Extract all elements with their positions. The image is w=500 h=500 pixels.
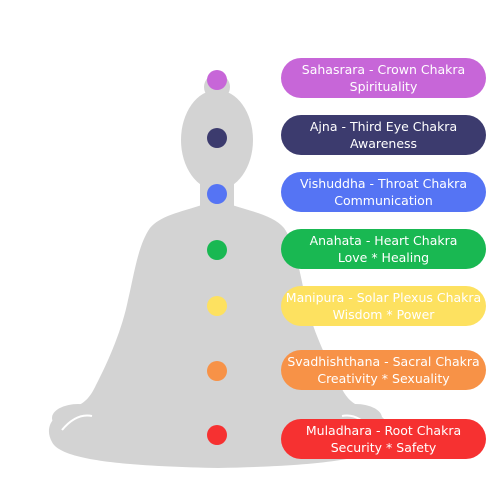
chakra-meaning: Creativity * Sexuality [317,371,450,386]
chakra-dot-third-eye [207,128,227,148]
chakra-label-solar-plexus: Manipura - Solar Plexus Chakra Wisdom * … [281,286,486,326]
chakra-label-sacral: Svadhishthana - Sacral Chakra Creativity… [281,350,486,390]
chakra-title: Anahata - Heart Chakra [309,233,458,248]
left-hand-outline [61,414,93,431]
chakra-label-throat: Vishuddha - Throat Chakra Communication [281,172,486,212]
chakra-dot-heart [207,240,227,260]
chakra-dot-crown [207,70,227,90]
chakra-dot-root [207,425,227,445]
chakra-meaning: Love * Healing [337,250,430,265]
chakra-meaning: Awareness [349,136,418,151]
chakra-title: Sahasrara - Crown Chakra [301,62,466,77]
chakra-meaning: Security * Safety [330,440,437,455]
chakra-title: Ajna - Third Eye Chakra [309,119,458,134]
chakra-label-third-eye: Ajna - Third Eye Chakra Awareness [281,115,486,155]
chakra-title: Manipura - Solar Plexus Chakra [285,290,482,305]
chakra-meaning: Spirituality [349,79,418,94]
chakra-dot-throat [207,184,227,204]
chakra-dot-sacral [207,361,227,381]
chakra-dot-solar-plexus [207,296,227,316]
chakra-meaning: Communication [334,193,433,208]
chakra-meaning: Wisdom * Power [332,307,435,322]
chakra-label-heart: Anahata - Heart Chakra Love * Healing [281,229,486,269]
chakra-title: Svadhishthana - Sacral Chakra [287,354,480,369]
chakra-title: Muladhara - Root Chakra [305,423,462,438]
chakra-label-root: Muladhara - Root Chakra Security * Safet… [281,419,486,459]
chakra-label-crown: Sahasrara - Crown Chakra Spirituality [281,58,486,98]
chakra-title: Vishuddha - Throat Chakra [300,176,467,191]
